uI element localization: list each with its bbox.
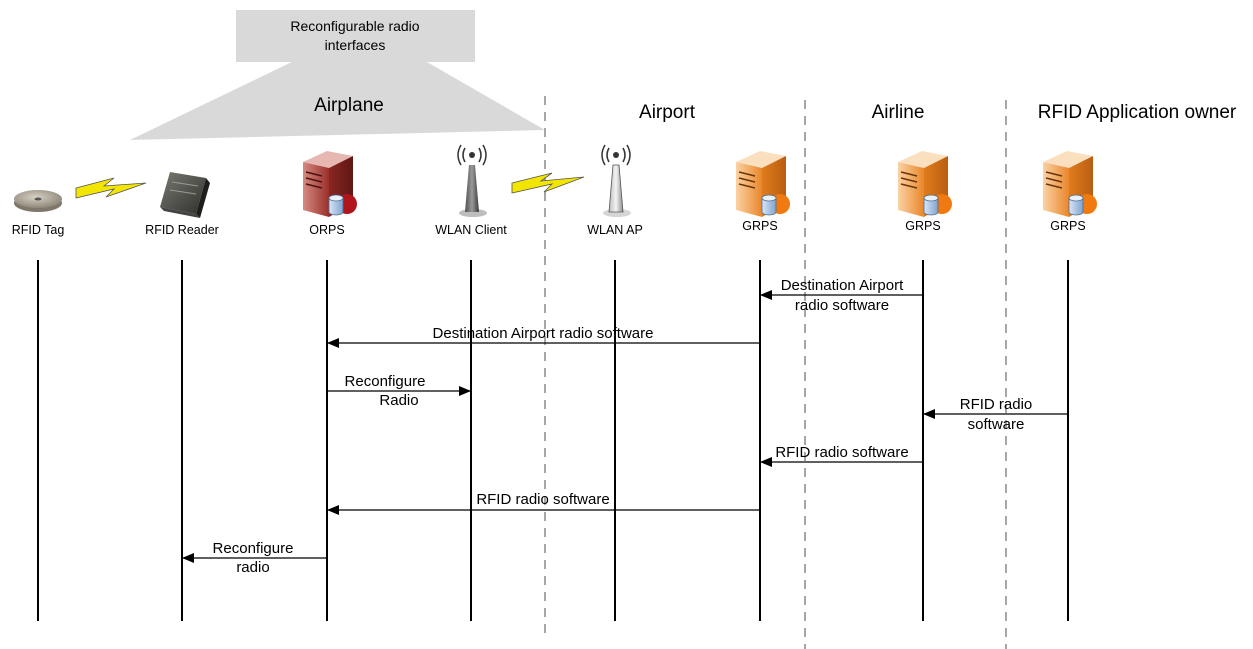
lifelines bbox=[37, 260, 1069, 621]
orps-server-icon bbox=[303, 151, 357, 217]
domain-label-airport: Airport bbox=[639, 102, 696, 123]
wireless-link-icon-client-ap bbox=[511, 172, 585, 194]
entity-label-rfid-reader: RFID Reader bbox=[145, 223, 219, 237]
entity-label-grps-airline: GRPS bbox=[905, 219, 940, 233]
wlan-ap-antenna-icon bbox=[601, 144, 631, 217]
message-label-1-line2: radio software bbox=[795, 297, 889, 314]
callout-box bbox=[236, 10, 475, 62]
message-label-2: Destination Airport radio software bbox=[433, 325, 654, 342]
domain-label-airline: Airline bbox=[872, 102, 925, 123]
message-label-4-line2: software bbox=[968, 416, 1025, 433]
rfid-reader-icon bbox=[160, 172, 210, 218]
message-label-6: RFID radio software bbox=[476, 491, 609, 508]
grps-airport-server-icon bbox=[736, 151, 790, 217]
entity-label-orps: ORPS bbox=[309, 223, 344, 237]
message-labels: Destination Airport radio software Desti… bbox=[213, 277, 1033, 576]
callout-pointer bbox=[130, 58, 545, 140]
message-label-1-line1: Destination Airport bbox=[781, 277, 904, 294]
message-label-7-line2: radio bbox=[236, 559, 269, 576]
message-label-4-line1: RFID radio bbox=[960, 396, 1033, 413]
entity-label-wlan-ap: WLAN AP bbox=[587, 223, 643, 237]
message-label-5: RFID radio software bbox=[775, 444, 908, 461]
entity-labels: RFID Tag RFID Reader ORPS WLAN Client WL… bbox=[12, 219, 1086, 237]
grps-rfid-owner-server-icon bbox=[1043, 151, 1097, 217]
entity-label-grps-airport: GRPS bbox=[742, 219, 777, 233]
messages bbox=[182, 290, 1068, 563]
wlan-client-antenna-icon bbox=[457, 144, 487, 217]
message-label-3-line1: Reconfigure bbox=[345, 373, 426, 390]
rfid-tag-icon bbox=[14, 190, 62, 212]
domain-label-airplane: Airplane bbox=[314, 95, 384, 116]
callout: Reconfigurable radio interfaces bbox=[130, 10, 545, 140]
entity-label-wlan-client: WLAN Client bbox=[435, 223, 507, 237]
domain-label-rfid-owner: RFID Application owner bbox=[1038, 102, 1237, 123]
entity-label-rfid-tag: RFID Tag bbox=[12, 223, 65, 237]
entity-label-grps-rfid-owner: GRPS bbox=[1050, 219, 1085, 233]
callout-line2: interfaces bbox=[325, 37, 386, 53]
wireless-link-icon-tag-reader bbox=[75, 177, 147, 199]
message-label-7-line1: Reconfigure bbox=[213, 540, 294, 557]
callout-line1: Reconfigurable radio bbox=[290, 18, 419, 34]
message-label-3-line2: Radio bbox=[379, 392, 418, 409]
grps-airline-server-icon bbox=[898, 151, 952, 217]
